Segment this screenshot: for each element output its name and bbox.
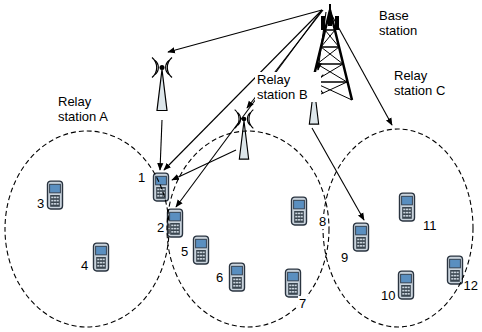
callout-number: 4 xyxy=(80,258,89,273)
callout-number: 5 xyxy=(180,244,189,259)
station-label: Relay station A xyxy=(56,94,128,124)
callout-number: 7 xyxy=(298,296,307,311)
station-label: Base station xyxy=(378,8,432,38)
callout-number: 11 xyxy=(422,218,438,233)
callout-number: 10 xyxy=(380,288,396,303)
callout-number: 9 xyxy=(340,250,349,265)
cell-outline xyxy=(4,130,170,328)
callout-number: 3 xyxy=(36,196,45,211)
station-label: Relay station B xyxy=(255,72,321,102)
relay-cell: Relay station A xyxy=(4,130,170,328)
callout-number: 12 xyxy=(463,278,479,293)
callout-number: 2 xyxy=(156,220,165,235)
callout-number: 6 xyxy=(215,270,224,285)
callout-number: 8 xyxy=(318,214,327,229)
cell-outline xyxy=(322,128,474,328)
relay-cell: Relay station C xyxy=(322,128,474,328)
callout-number: 1 xyxy=(137,170,146,185)
station-label: Relay station C xyxy=(392,68,464,98)
